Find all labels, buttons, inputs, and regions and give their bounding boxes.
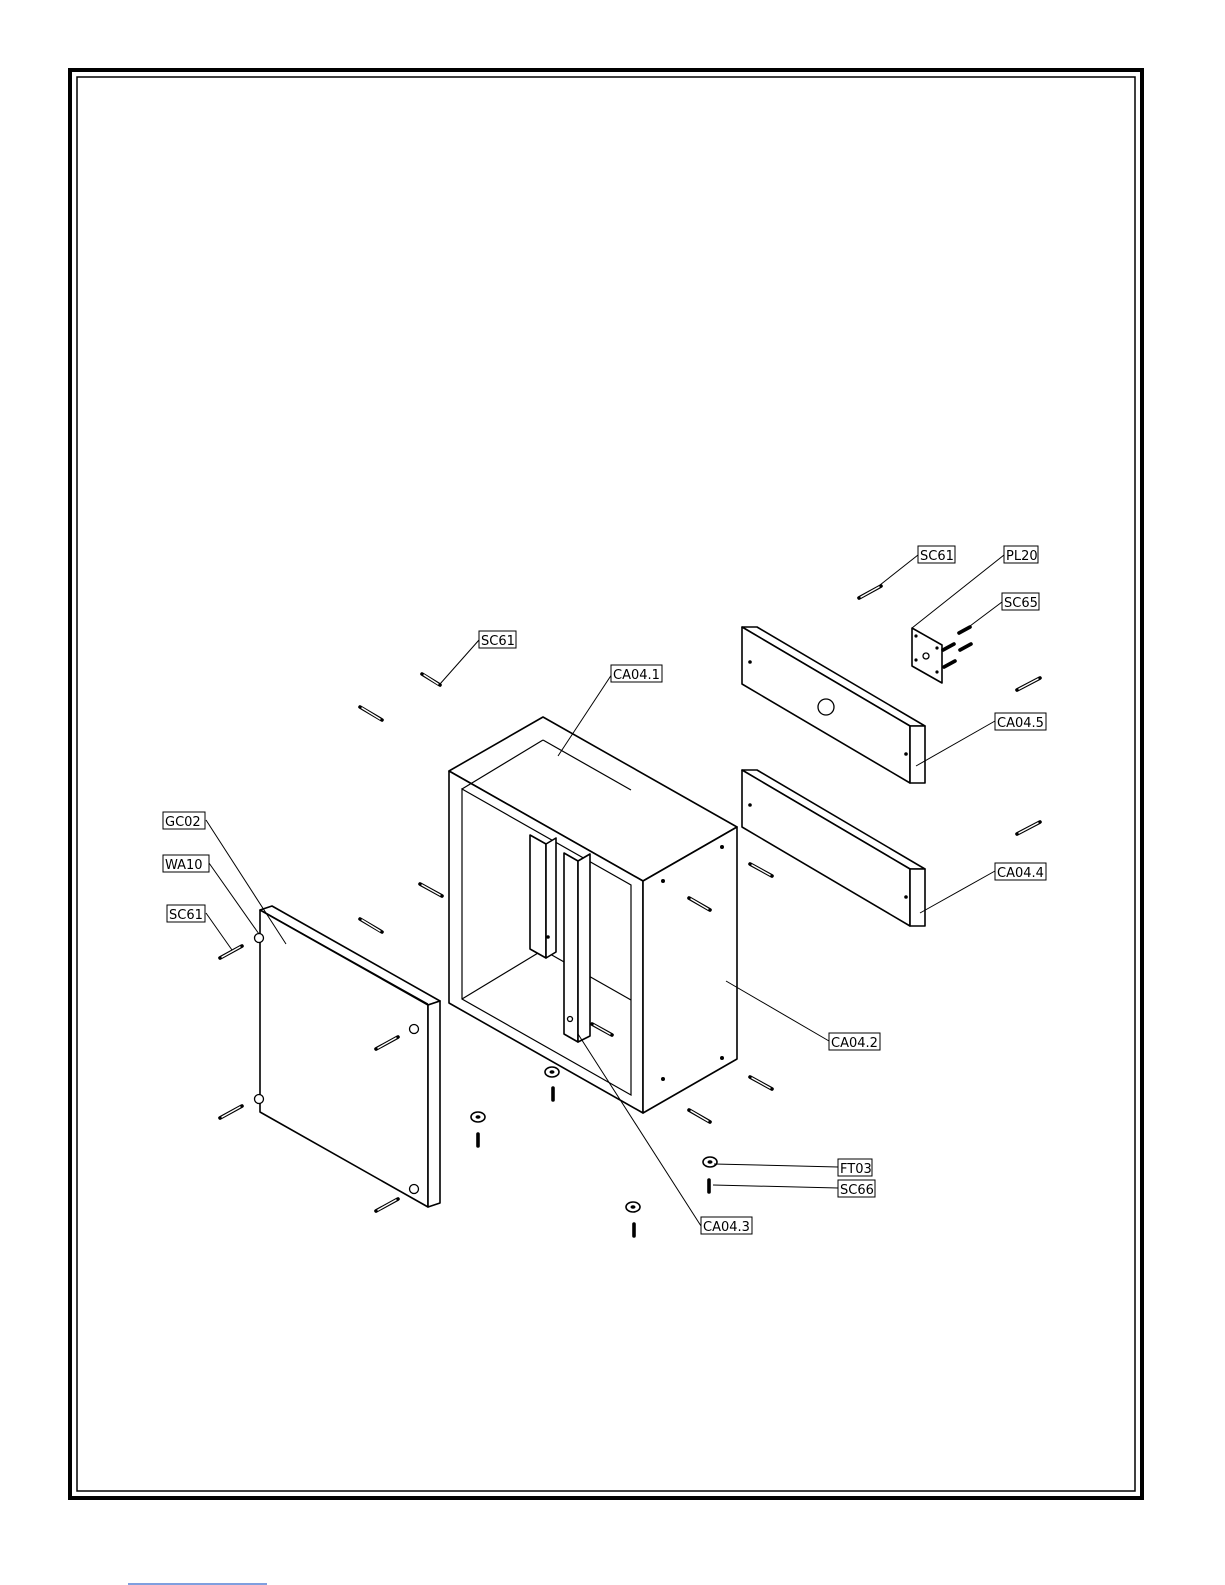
label-text: GC02 — [165, 815, 201, 830]
label-ca04-3: CA04.3 — [701, 1217, 752, 1235]
rail-ca04-5 — [742, 627, 925, 783]
screw-sc65 — [960, 644, 971, 650]
foot-ft03 — [545, 1067, 559, 1100]
label-wa10: WA10 — [163, 855, 209, 873]
screw-sc61 — [376, 1199, 398, 1211]
screw-sc61 — [420, 884, 442, 896]
label-ca04-1: CA04.1 — [611, 665, 662, 683]
label-ft03: FT03 — [838, 1159, 872, 1177]
label-text: CA04.3 — [703, 1220, 750, 1235]
label-text: FT03 — [840, 1162, 872, 1177]
label-sc65: SC65 — [1002, 593, 1039, 611]
screw-sc61 — [360, 919, 382, 932]
label-text: CA04.1 — [613, 668, 660, 683]
screw-sc65 — [943, 644, 954, 650]
label-sc61-left: SC61 — [167, 905, 205, 923]
screw-sc65 — [944, 661, 955, 667]
washer-wa10 — [255, 934, 264, 943]
label-text: SC61 — [481, 634, 515, 649]
label-ca04-4: CA04.4 — [995, 863, 1046, 881]
screw-sc61 — [360, 707, 382, 720]
screw-sc61 — [422, 674, 440, 685]
cable-hole — [818, 699, 834, 715]
foot-ft03 — [471, 1112, 485, 1146]
screw-sc61 — [750, 1077, 772, 1089]
label-text: SC61 — [169, 908, 203, 923]
screw-sc61 — [750, 864, 772, 876]
screw-sc61 — [689, 1110, 710, 1122]
label-text: SC65 — [1004, 596, 1038, 611]
label-text: SC61 — [920, 549, 954, 564]
label-text: SC66 — [840, 1183, 874, 1198]
label-gc02: GC02 — [163, 812, 205, 830]
plate-pl20 — [912, 628, 942, 683]
label-text: CA04.2 — [831, 1036, 878, 1051]
label-ca04-2: CA04.2 — [829, 1033, 880, 1051]
screw-sc61 — [1017, 678, 1040, 690]
cabinet-box-ca04-1 — [449, 717, 737, 1113]
label-text: PL20 — [1006, 549, 1038, 564]
label-sc61-top-left: SC61 — [479, 631, 516, 649]
label-text: CA04.5 — [997, 716, 1044, 731]
label-text: CA04.4 — [997, 866, 1044, 881]
label-ca04-5: CA04.5 — [995, 713, 1046, 731]
label-text: WA10 — [165, 858, 203, 873]
label-pl20: PL20 — [1004, 546, 1038, 564]
label-sc61-top-right: SC61 — [918, 546, 955, 564]
label-sc66: SC66 — [838, 1180, 875, 1198]
foot-ft03 — [626, 1202, 640, 1236]
foot-ft03 — [703, 1157, 717, 1192]
screw-sc61 — [859, 586, 881, 598]
front-panel-gc02 — [255, 906, 441, 1207]
screw-sc61 — [1017, 822, 1040, 834]
screw-sc61 — [220, 1106, 242, 1118]
rail-ca04-4 — [742, 770, 925, 926]
